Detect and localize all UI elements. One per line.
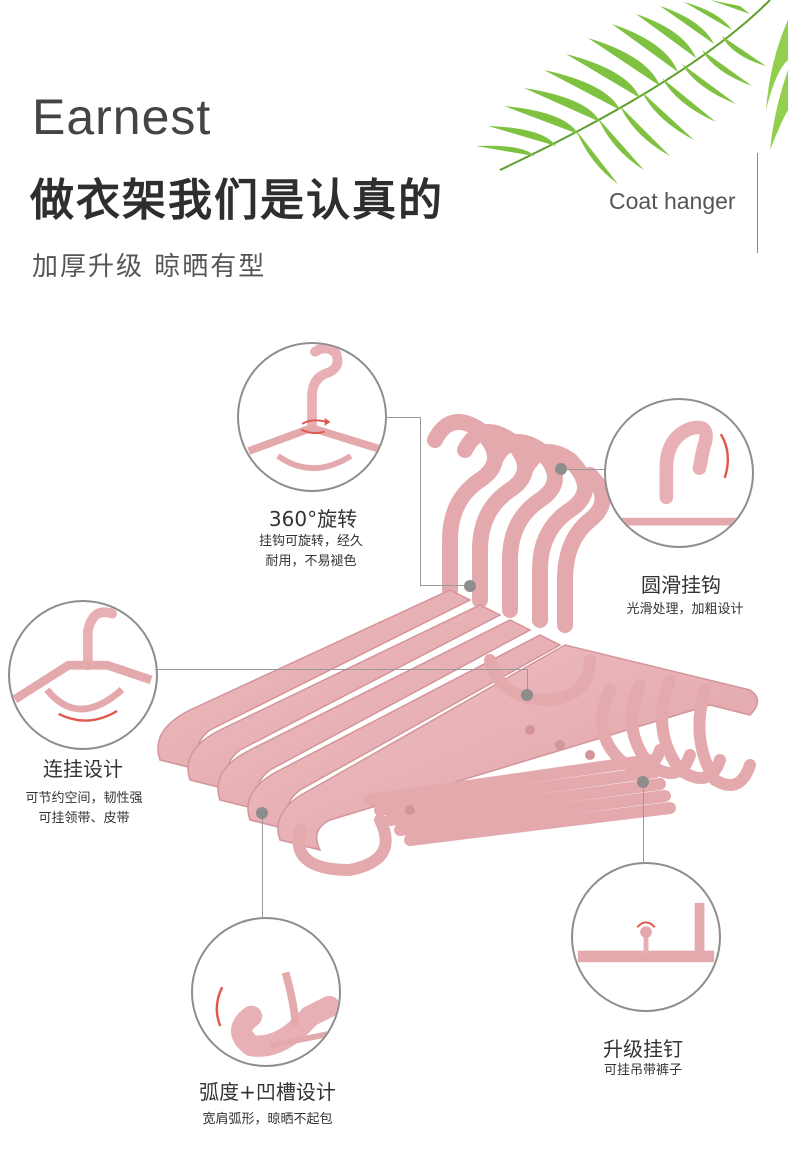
feature-chain-title: 连挂设计: [43, 757, 123, 781]
brand-name: Earnest: [32, 89, 212, 145]
feature-rotate-desc: 挂钩可旋转，经久 耐用，不易褪色: [258, 534, 363, 569]
rotate-arrow-icon: [300, 417, 331, 435]
feature-nail-title: 升级挂钉: [603, 1037, 683, 1061]
header-divider: [757, 153, 758, 253]
leader-line: [527, 669, 528, 693]
feature-curve-desc: 宽肩弧形，晾晒不起包: [202, 1112, 333, 1127]
callout-dot: [637, 776, 649, 788]
nail-detail-circle: [571, 862, 721, 1012]
feature-chain-desc: 可节约空间，韧性强 可挂领带、皮带: [25, 791, 143, 826]
leader-line: [385, 417, 421, 418]
leader-line: [562, 469, 606, 470]
english-label: Coat hanger: [609, 188, 736, 214]
page-subheadline: 加厚升级 晾晒有型: [32, 252, 267, 282]
feature-rotate-title: 360°旋转: [268, 507, 358, 531]
palm-leaf-icon: [476, 0, 788, 184]
rotate-detail-circle: [237, 342, 387, 492]
leader-line: [420, 585, 468, 586]
callout-dot: [256, 807, 268, 819]
feature-nail-desc: 可挂吊带裤子: [603, 1063, 682, 1078]
curve-arrow-icon: [215, 986, 224, 1027]
callout-dot: [464, 580, 476, 592]
leader-line: [155, 669, 527, 670]
page-headline: 做衣架我们是认真的: [30, 175, 444, 226]
leader-line: [643, 783, 644, 863]
chain-detail-circle: [8, 600, 158, 750]
callout-dot: [521, 689, 533, 701]
hanger-stack-illustration: [157, 414, 759, 877]
leader-line: [262, 814, 263, 918]
feature-curve-title: 弧度+凹槽设计: [199, 1080, 336, 1104]
feature-smooth-hook-title: 圆滑挂钩: [641, 573, 721, 597]
curve-groove-detail-circle: [191, 917, 341, 1067]
smooth-hook-detail-circle: [604, 398, 754, 548]
curve-arrow-icon: [719, 433, 730, 479]
feature-smooth-hook-desc: 光滑处理，加粗设计: [626, 602, 744, 617]
curve-arrow-icon: [58, 709, 118, 722]
leader-line: [420, 417, 421, 585]
callout-dot: [555, 463, 567, 475]
